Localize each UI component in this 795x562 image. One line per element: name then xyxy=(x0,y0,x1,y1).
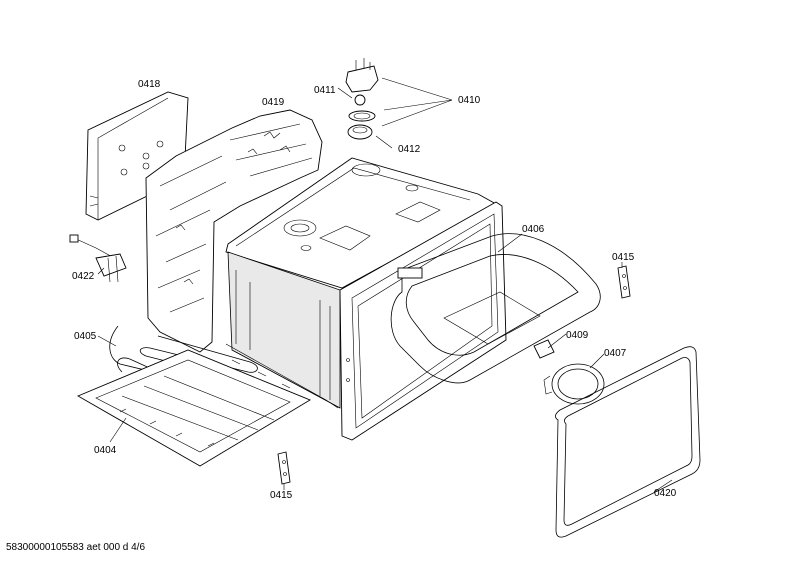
label-0422: 0422 xyxy=(72,271,95,282)
part-0404-bottom-tray xyxy=(76,349,312,467)
part-0420-door-seal xyxy=(555,346,701,538)
label-0412: 0412 xyxy=(398,144,421,155)
leader-lines xyxy=(97,77,673,493)
part-0422-switch xyxy=(69,234,127,283)
label-0415-bottom: 0415 xyxy=(270,490,293,501)
label-0420: 0420 xyxy=(654,488,677,499)
part-0415-bracket-bottom xyxy=(277,451,291,485)
oven-cavity xyxy=(225,157,497,409)
footer-doc-id: 58300000105583 aet 000 d 4/6 xyxy=(6,542,145,553)
oven-front-frame xyxy=(339,201,507,441)
part-0407-ring-heater xyxy=(543,363,605,405)
label-0406: 0406 xyxy=(522,224,545,235)
label-0405: 0405 xyxy=(74,331,97,342)
label-0404: 0404 xyxy=(94,445,117,456)
part-0410-thermostat xyxy=(345,58,379,140)
part-0406-top-heater xyxy=(390,233,601,384)
label-0411: 0411 xyxy=(314,85,336,96)
label-0410: 0410 xyxy=(458,95,481,106)
label-0409: 0409 xyxy=(566,330,589,341)
label-0419: 0419 xyxy=(262,97,285,108)
part-0415-bracket-right xyxy=(617,265,631,299)
label-0418: 0418 xyxy=(138,79,161,90)
part-0409-bracket xyxy=(533,339,555,359)
label-0407: 0407 xyxy=(604,348,627,359)
label-0415-right: 0415 xyxy=(612,252,635,263)
